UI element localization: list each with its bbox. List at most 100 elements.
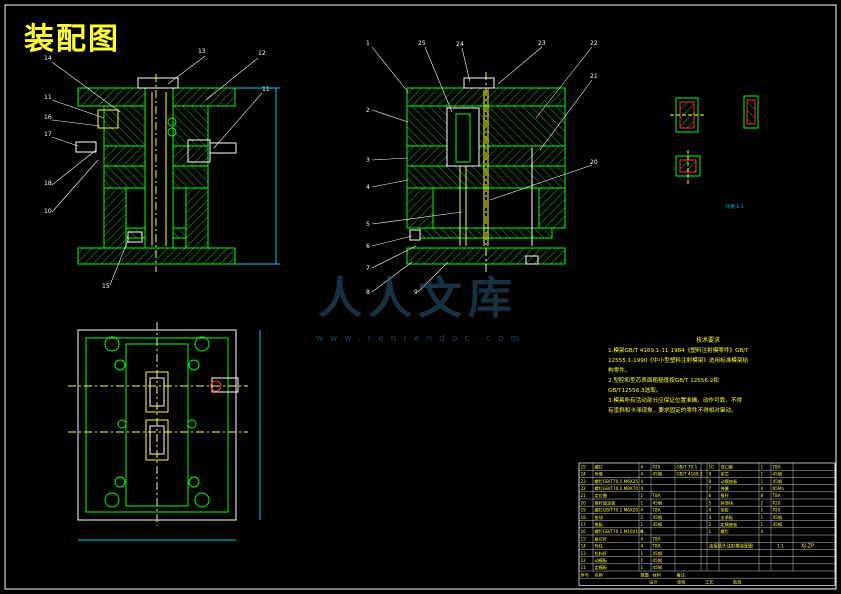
bom-cell: 导柱 bbox=[595, 543, 604, 550]
tech-line: 2.型腔和型芯表面粗糙度按GB/T 12556.2和 bbox=[608, 378, 719, 384]
bom-cell: 24 bbox=[581, 472, 587, 477]
tech-line: 构零件。 bbox=[608, 368, 631, 374]
bom-cell: 10 bbox=[709, 464, 715, 469]
bom-header: 备注 bbox=[677, 571, 686, 578]
bom-cell: 1 bbox=[761, 522, 764, 527]
tech-line: 1.模架GB/T 4169.1-11-1984《塑料注射模零件》GB/T bbox=[608, 348, 749, 354]
bom-cell: 19 bbox=[581, 508, 587, 513]
bom-cell: 螺钉 bbox=[721, 528, 730, 535]
bom-cell: 4 bbox=[709, 508, 712, 513]
bom-cell: 65Mn bbox=[773, 486, 785, 491]
callout-22: 22 bbox=[590, 40, 598, 47]
bom-header: 序号 bbox=[581, 571, 589, 578]
detail-scale-label: 比例 1:1 bbox=[726, 203, 744, 210]
callout-6: 6 bbox=[366, 243, 370, 250]
part-detail-views bbox=[670, 95, 759, 184]
callout-17: 17 bbox=[44, 131, 52, 138]
bom-cell: 16 bbox=[581, 529, 587, 534]
title-block-label: 设计 bbox=[649, 579, 657, 586]
bom-cell: 推杆 bbox=[721, 492, 730, 499]
bom-cell: 17 bbox=[581, 522, 587, 527]
callout-3: 3 bbox=[366, 157, 370, 164]
right-view-leaders bbox=[371, 46, 593, 293]
tech-line: 12555.1-1990《中小型塑料注射模架》选用标准模架结 bbox=[608, 358, 749, 364]
bom-cell: 45钢 bbox=[773, 514, 783, 521]
page-title: 装配图 bbox=[24, 22, 120, 57]
drawing-scale: 1:1 bbox=[777, 544, 784, 550]
bom-cell: 1 bbox=[641, 565, 644, 570]
callout-4: 4 bbox=[366, 184, 370, 191]
bom-cell: 21 bbox=[581, 493, 587, 498]
bom-cell: 1 bbox=[641, 493, 644, 498]
callout-18: 18 bbox=[44, 180, 52, 187]
bom-cell: 6 bbox=[709, 493, 712, 498]
bom-cell: 螺钉GB/T70.1 M8X70 bbox=[595, 485, 639, 492]
callout-7: 7 bbox=[366, 265, 370, 272]
bom-cell: 1 bbox=[641, 551, 644, 556]
bom-cell: 45钢 bbox=[653, 557, 663, 564]
bom-cell: 1 bbox=[641, 500, 644, 505]
bom-cell: 22 bbox=[581, 486, 587, 491]
bom-cell: GB/T 70.1 bbox=[677, 464, 698, 469]
bom-cell: 4 bbox=[641, 464, 644, 469]
callout-14: 14 bbox=[44, 55, 52, 62]
bom-cell: 1 bbox=[761, 472, 764, 477]
bom-cell: 4 bbox=[641, 536, 644, 541]
callout-10: 10 bbox=[44, 208, 52, 215]
bom-cell: T8A bbox=[772, 464, 781, 469]
drawing-code: XJ-ZP bbox=[801, 544, 814, 550]
bom-header: 数量 bbox=[641, 571, 649, 578]
bom-cell: 支承板 bbox=[721, 514, 734, 521]
callout-13: 13 bbox=[198, 48, 206, 55]
bom-cell: 动模板 bbox=[595, 557, 608, 564]
bom-cell: T8A bbox=[772, 493, 781, 498]
bom-cell: 45钢 bbox=[653, 514, 663, 521]
bom-cell: 螺钉GB/T70.1 M6X25 bbox=[595, 478, 639, 485]
bom-cell: 定位圈 bbox=[595, 492, 608, 499]
top-plan-view bbox=[68, 322, 261, 541]
callout-20: 20 bbox=[590, 159, 598, 166]
callout-15: 15 bbox=[102, 283, 110, 290]
bom-cell: 定模板 bbox=[595, 564, 608, 571]
bom-cell: 45钢 bbox=[653, 521, 663, 528]
drawing-frame bbox=[4, 4, 837, 590]
bom-cell: 斜滑块 bbox=[721, 499, 734, 506]
bom-cell: 4 bbox=[641, 544, 644, 549]
bom-cell: 45钢 bbox=[653, 499, 663, 506]
bom-cell: 1 bbox=[709, 529, 712, 534]
bom-cell: 复位杆 bbox=[595, 535, 608, 542]
right-section-view bbox=[406, 72, 566, 272]
bom-cell: 导套 bbox=[595, 471, 604, 478]
bom-cell: 1 bbox=[641, 522, 644, 527]
bom-cell: 1 bbox=[761, 479, 764, 484]
bom-cell: 垫块 bbox=[595, 514, 604, 521]
bom-cell: 4 bbox=[761, 486, 764, 491]
bom-cell: 浇口套 bbox=[721, 463, 734, 470]
left-section-view bbox=[75, 74, 280, 272]
bom-cell: 型芯 bbox=[721, 471, 729, 477]
bom-cell: 4 bbox=[641, 479, 644, 484]
bom-cell: 2 bbox=[641, 515, 644, 520]
bom-cell: 1 bbox=[641, 558, 644, 563]
bom-cell: P20 bbox=[653, 464, 661, 469]
bom-cell: 12 bbox=[581, 558, 587, 563]
bom-cell: 23 bbox=[581, 479, 587, 484]
bom-cell: 45钢 bbox=[653, 550, 663, 557]
bom-cell: 13 bbox=[581, 551, 587, 556]
left-view-callouts: 14 13 12 11 11 16 17 18 10 15 bbox=[44, 48, 270, 290]
bom-cell: 螺钉 bbox=[595, 463, 604, 470]
bom-cell: 螺钉GB/T70.1 M10X100 bbox=[595, 528, 644, 535]
bom-cell: 型腔 bbox=[721, 507, 729, 514]
bom-cell: 推杆固定板 bbox=[595, 499, 617, 506]
bom-cell: T8A bbox=[652, 544, 661, 549]
callout-5: 5 bbox=[366, 221, 370, 228]
title-block-label: 工艺 bbox=[705, 580, 713, 585]
bom-cell: 弹簧 bbox=[721, 485, 729, 492]
bom-cell: P20 bbox=[773, 500, 781, 505]
bom-cell: 动模座板 bbox=[721, 478, 739, 485]
bom-cell: 2 bbox=[709, 522, 712, 527]
title-block-label: 审核 bbox=[677, 579, 686, 586]
bom-cell: 45钢 bbox=[773, 478, 783, 485]
bom-cell: 15 bbox=[581, 536, 587, 541]
